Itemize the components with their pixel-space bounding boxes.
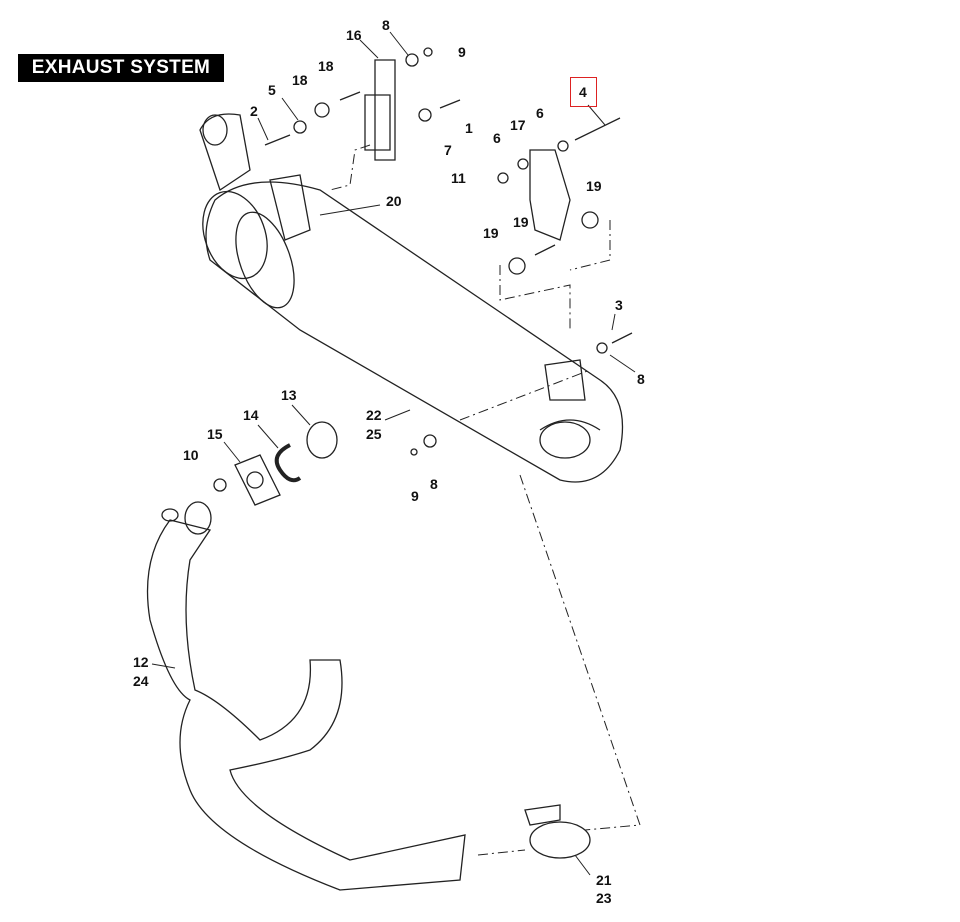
muffler [202,181,624,483]
callout-12: 12 [133,654,149,670]
muffler-inlet [199,113,251,192]
callout-24: 24 [133,673,149,689]
callout-21: 21 [596,872,612,888]
callout-14: 14 [243,407,259,423]
callout-8: 8 [382,17,390,33]
callout-9: 9 [411,488,419,504]
callout-9: 9 [458,44,466,60]
callout-5: 5 [268,82,276,98]
head-pipe [146,501,466,891]
callout-22: 22 [366,407,382,423]
callout-13: 13 [281,387,297,403]
leader-lines [151,31,636,876]
callout-25: 25 [366,426,382,442]
callout-7: 7 [444,142,452,158]
callout-16: 16 [346,27,362,43]
callout-15: 15 [207,426,223,442]
callout-4: 4 [579,84,587,100]
callout-18: 18 [292,72,308,88]
callout-6: 6 [493,130,501,146]
callout-8: 8 [430,476,438,492]
callout-18: 18 [318,58,334,74]
callout-3: 3 [615,297,623,313]
highlight-box [570,77,597,107]
callout-2: 2 [250,103,258,119]
callout-19: 19 [586,178,602,194]
callout-10: 10 [183,447,199,463]
mounting-brackets [269,59,586,401]
callout-8: 8 [637,371,645,387]
dashed-assembly-lines [329,144,641,856]
callout-11: 11 [451,170,466,186]
callout-19: 19 [483,225,499,241]
hardware [213,47,633,492]
callout-1: 1 [465,120,473,136]
callout-20: 20 [386,193,402,209]
gasket-and-clamp [234,421,591,859]
callout-19: 19 [513,214,529,230]
callout-17: 17 [510,117,526,133]
diagram-title: EXHAUST SYSTEM [18,54,224,82]
callout-6: 6 [536,105,544,121]
callout-23: 23 [596,890,612,906]
